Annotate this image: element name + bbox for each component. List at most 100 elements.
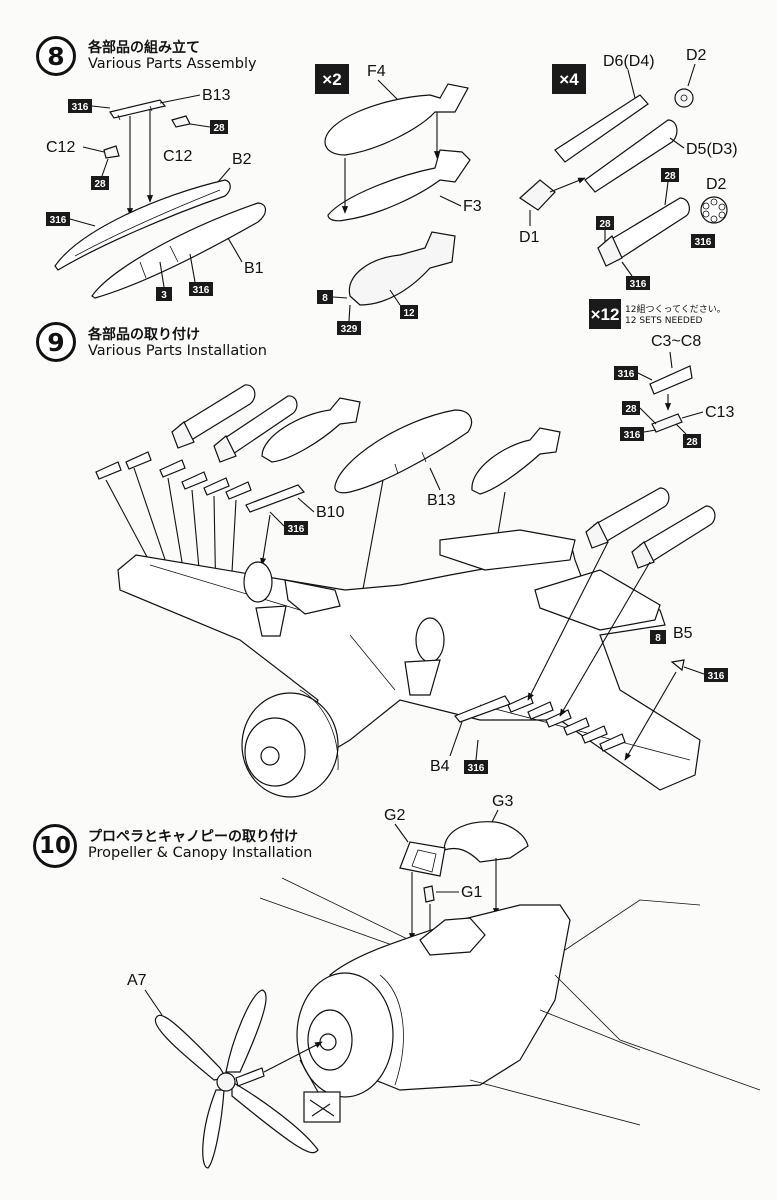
badge-316-step8d: 316 bbox=[691, 234, 715, 248]
step-10-number: 10 bbox=[33, 824, 77, 868]
badge-316-step9c: 316 bbox=[704, 668, 728, 682]
svg-text:×4: ×4 bbox=[559, 70, 579, 89]
label-d2-right: D2 bbox=[706, 176, 727, 193]
badge-8-step8: 8 bbox=[317, 290, 333, 304]
badge-3-step8: 3 bbox=[156, 287, 172, 301]
bomb-half-f4 bbox=[324, 83, 469, 156]
pylon-b10 bbox=[245, 484, 306, 513]
badge-28-step8f: 28 bbox=[683, 434, 701, 448]
label-b5: B5 bbox=[673, 625, 693, 642]
svg-text:316: 316 bbox=[288, 524, 305, 535]
windscreen-g2 bbox=[399, 841, 446, 877]
rocket-end-cap-d2 bbox=[674, 88, 694, 108]
part-number-316: 316 bbox=[72, 102, 89, 113]
badge-12-step8: 12 bbox=[400, 305, 418, 319]
svg-text:8: 8 bbox=[322, 293, 328, 304]
label-c12-right: C12 bbox=[163, 148, 192, 165]
svg-text:316: 316 bbox=[708, 671, 725, 682]
rocket-assembled bbox=[609, 197, 690, 261]
svg-text:8: 8 bbox=[655, 633, 661, 644]
pylon-b13 bbox=[109, 99, 167, 121]
bomb-right-step9 bbox=[471, 427, 561, 495]
badge-28-step8b: 28 bbox=[91, 176, 109, 190]
badge-316-step8g: 316 bbox=[620, 427, 644, 441]
propeller-a7 bbox=[154, 989, 319, 1169]
aircraft-step9 bbox=[117, 529, 701, 798]
svg-text:316: 316 bbox=[624, 430, 641, 441]
rocket-rails-left bbox=[95, 451, 252, 500]
label-b4: B4 bbox=[430, 758, 450, 775]
svg-text:316: 316 bbox=[618, 369, 635, 380]
rocket-group-left bbox=[171, 384, 298, 463]
multiplier-x2: ×2 bbox=[315, 64, 349, 94]
badge-8-step9: 8 bbox=[650, 630, 666, 644]
label-d2-top: D2 bbox=[686, 47, 707, 64]
svg-text:3: 3 bbox=[161, 290, 167, 301]
label-c13: C13 bbox=[705, 404, 734, 421]
part-g1 bbox=[423, 885, 435, 903]
svg-text:28: 28 bbox=[686, 437, 698, 448]
step-10-title-jp: プロペラとキャノピーの取り付け bbox=[88, 829, 298, 845]
svg-text:×12: ×12 bbox=[591, 305, 620, 324]
svg-text:316: 316 bbox=[193, 285, 210, 296]
badge-28-step8e: 28 bbox=[622, 401, 640, 415]
step-8-title-jp: 各部品の組み立て bbox=[88, 40, 200, 56]
tank-half-b1 bbox=[91, 202, 267, 299]
svg-text:316: 316 bbox=[50, 215, 67, 226]
step-9-title-jp: 各部品の取り付け bbox=[88, 327, 200, 343]
label-d1: D1 bbox=[519, 229, 540, 246]
label-g1: G1 bbox=[461, 884, 482, 901]
rocket-group-right bbox=[585, 487, 716, 569]
badge-28-step8a: 28 bbox=[210, 120, 228, 134]
part-c12-right bbox=[171, 115, 191, 128]
drop-tank-step9 bbox=[334, 409, 473, 494]
step-10-title-en: Propeller & Canopy Installation bbox=[88, 845, 313, 861]
badge-329-step8: 329 bbox=[337, 321, 361, 335]
rocket-fins-d1 bbox=[519, 179, 556, 211]
bomb-half-f3 bbox=[327, 149, 471, 222]
label-b13: B13 bbox=[202, 87, 231, 104]
pylon-b4 bbox=[454, 695, 511, 723]
step-8-title-en: Various Parts Assembly bbox=[88, 56, 257, 72]
label-g2: G2 bbox=[384, 807, 405, 824]
svg-text:12: 12 bbox=[403, 308, 415, 319]
svg-text:28: 28 bbox=[213, 123, 225, 134]
label-f3: F3 bbox=[463, 198, 482, 215]
badge-316-step8b: 316 bbox=[46, 212, 70, 226]
badge-316-step9a: 316 bbox=[284, 521, 308, 535]
rocket-tube-half-d5 bbox=[584, 119, 678, 193]
badge-28-step8d: 28 bbox=[596, 216, 614, 230]
label-b10: B10 bbox=[316, 504, 345, 521]
part-c12-left bbox=[103, 145, 120, 159]
canopy-g3 bbox=[443, 821, 529, 863]
aircraft-step10 bbox=[259, 877, 761, 1126]
twelve-sets-note-en: 12 SETS NEEDED bbox=[625, 316, 703, 326]
svg-text:28: 28 bbox=[625, 404, 637, 415]
svg-text:28: 28 bbox=[94, 179, 106, 190]
badge-316-step8f: 316 bbox=[614, 366, 638, 380]
twelve-sets-note: 12組つくってください。 12 SETS NEEDED bbox=[625, 305, 726, 327]
label-c12-left: C12 bbox=[46, 139, 75, 156]
svg-text:×2: ×2 bbox=[322, 70, 341, 89]
label-b2: B2 bbox=[232, 151, 252, 168]
label-f4: F4 bbox=[367, 63, 386, 80]
label-g3: G3 bbox=[492, 793, 513, 810]
step-9-title-en: Various Parts Installation bbox=[88, 343, 267, 359]
tank-half-b2 bbox=[54, 179, 231, 271]
label-d5-d3: D5(D3) bbox=[686, 141, 738, 158]
svg-text:329: 329 bbox=[341, 324, 358, 335]
step-9-number: 9 bbox=[36, 322, 76, 362]
multiplier-x12: ×12 bbox=[589, 299, 621, 329]
bomb-left-step9 bbox=[261, 397, 361, 463]
step-8-number: 8 bbox=[36, 36, 76, 76]
label-a7: A7 bbox=[127, 972, 147, 989]
svg-text:28: 28 bbox=[664, 171, 676, 182]
svg-text:316: 316 bbox=[695, 237, 712, 248]
label-c3-c8: C3~C8 bbox=[651, 333, 701, 350]
part-c13 bbox=[651, 413, 683, 433]
badge-316-step8c: 316 bbox=[189, 282, 213, 296]
badge-316-step8a: 316 bbox=[68, 99, 92, 113]
rocket-tube-half-d6 bbox=[554, 94, 649, 163]
label-d6-d4: D6(D4) bbox=[603, 53, 655, 70]
